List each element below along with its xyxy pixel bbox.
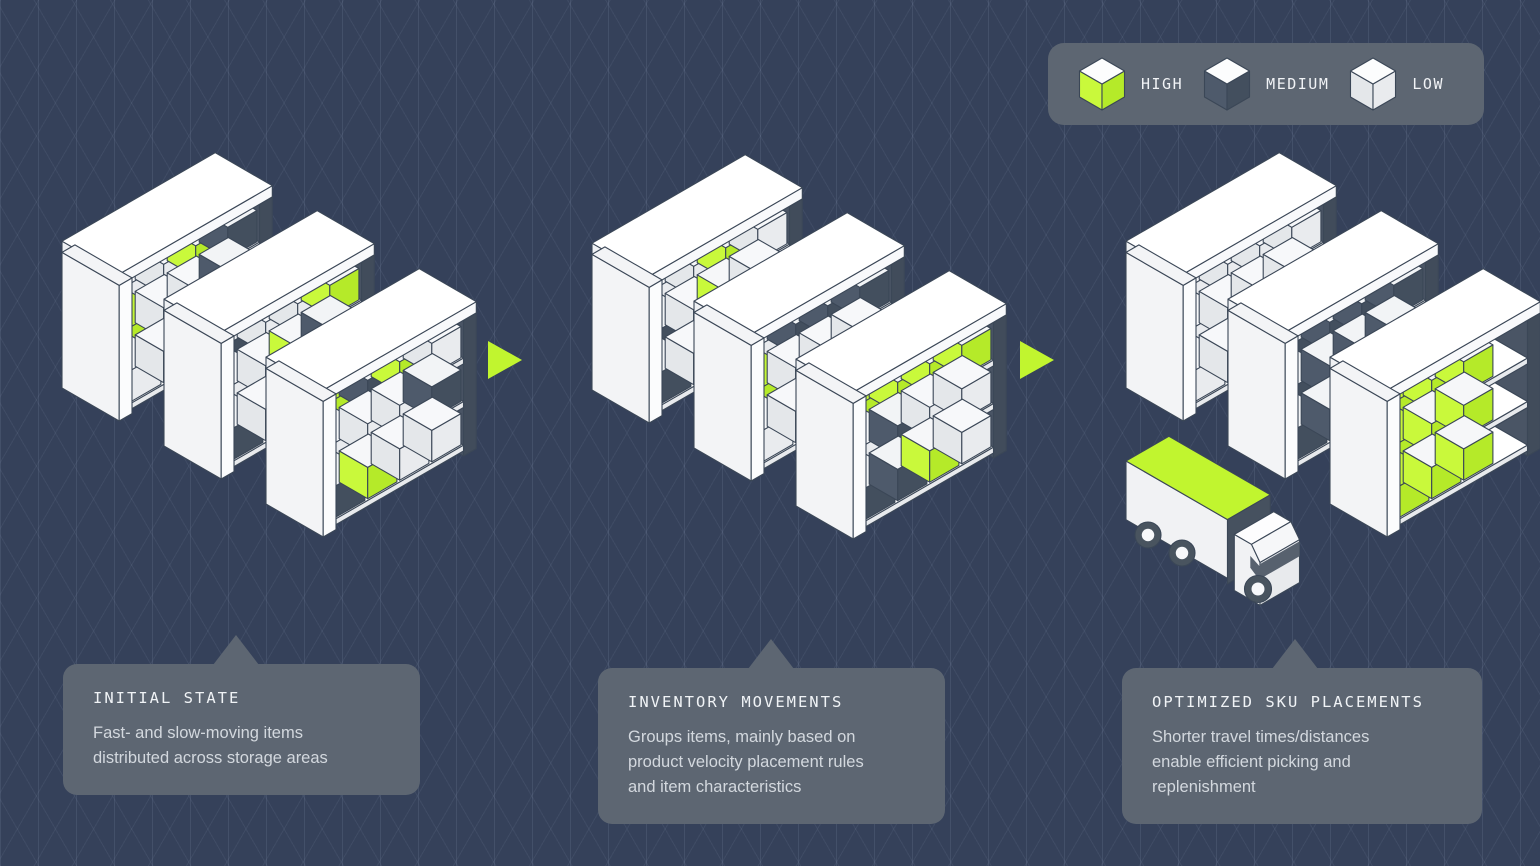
caption-inventory-movements: INVENTORY MOVEMENTS Groups items, mainly… xyxy=(598,639,945,824)
legend-item-low: LOW xyxy=(1349,55,1444,113)
legend-label-medium: MEDIUM xyxy=(1266,75,1330,93)
legend-label-low: LOW xyxy=(1412,75,1444,93)
shelf-unit xyxy=(795,270,1007,540)
medium-cube-icon xyxy=(1204,57,1251,111)
stage-arrow-icon xyxy=(1020,341,1054,379)
legend-item-high: HIGH xyxy=(1078,55,1183,113)
legend-item-medium: MEDIUM xyxy=(1203,55,1329,113)
truck-illustration xyxy=(1125,435,1301,606)
legend-panel: HIGH MEDIUM LOW xyxy=(1048,43,1484,125)
caption-title: INITIAL STATE xyxy=(93,689,241,707)
stage-arrow-icon xyxy=(488,341,522,379)
caption-title: INVENTORY MOVEMENTS xyxy=(628,693,844,711)
shelf-unit xyxy=(265,268,477,538)
caption-pointer xyxy=(748,639,794,669)
legend-label-high: HIGH xyxy=(1141,75,1184,93)
caption-body: Groups items, mainly based on product ve… xyxy=(628,728,864,796)
caption-body: Shorter travel times/distances enable ef… xyxy=(1152,728,1370,796)
low-cube-icon xyxy=(1350,57,1397,111)
caption-title: OPTIMIZED SKU PLACEMENTS xyxy=(1152,693,1424,711)
shelf-unit xyxy=(1329,268,1540,538)
high-cube-icon xyxy=(1078,57,1126,111)
caption-pointer xyxy=(1272,639,1318,669)
caption-body: Fast- and slow-moving items distributed … xyxy=(93,724,328,767)
caption-pointer xyxy=(213,635,259,665)
caption-initial-state: INITIAL STATE Fast- and slow-moving item… xyxy=(63,635,420,795)
caption-optimized-sku-placements: OPTIMIZED SKU PLACEMENTS Shorter travel … xyxy=(1122,639,1482,824)
